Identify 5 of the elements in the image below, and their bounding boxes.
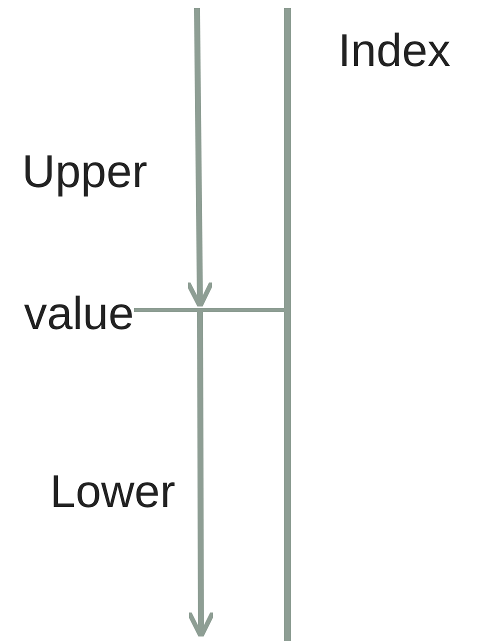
axis-label: Index: [338, 24, 451, 76]
region-label: Upper: [22, 145, 148, 197]
region-label: Lower: [50, 465, 176, 517]
connector-line: [134, 308, 284, 312]
value-label: value: [24, 287, 134, 339]
